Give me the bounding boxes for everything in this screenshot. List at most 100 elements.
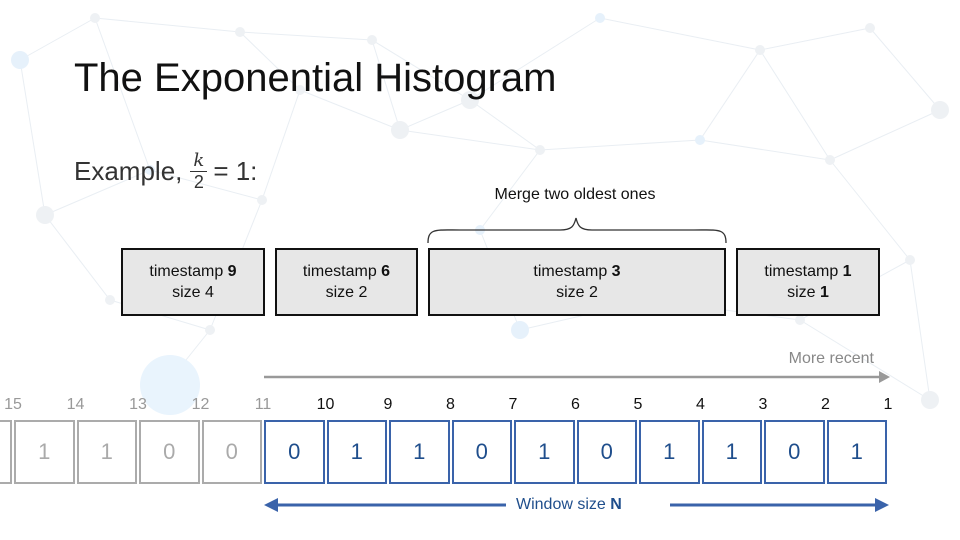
background-link bbox=[399, 129, 541, 151]
window-bit-cell: 1 bbox=[389, 420, 450, 484]
window-arrowhead-right bbox=[875, 498, 889, 512]
merge-brace bbox=[427, 217, 727, 244]
index-label: 5 bbox=[633, 396, 643, 413]
bucket-timestamp-3: timestamp 3 size 2 bbox=[428, 248, 726, 316]
background-link bbox=[371, 39, 471, 101]
expired-bit-cell: 0 bbox=[139, 420, 200, 484]
background-link bbox=[599, 17, 761, 51]
background-link bbox=[19, 17, 96, 61]
index-label: 1 bbox=[883, 396, 893, 413]
merge-label: Merge two oldest ones bbox=[494, 186, 656, 203]
background-node bbox=[235, 27, 245, 37]
size-value: 2 bbox=[358, 284, 368, 301]
window-size-text: Window size bbox=[516, 496, 611, 513]
background-link bbox=[94, 17, 151, 171]
background-link bbox=[909, 259, 931, 401]
background-link bbox=[399, 99, 471, 131]
background-node bbox=[36, 206, 54, 224]
timestamp-label: timestamp bbox=[149, 263, 224, 280]
background-node bbox=[367, 35, 377, 45]
index-label: 8 bbox=[446, 396, 455, 413]
background-node bbox=[257, 195, 267, 205]
background-link bbox=[149, 169, 263, 201]
window-size-label: Window size N bbox=[516, 496, 622, 514]
background-link bbox=[869, 27, 941, 111]
index-label: 3 bbox=[758, 396, 768, 413]
background-link bbox=[371, 39, 401, 131]
more-recent-arrowhead bbox=[879, 371, 890, 383]
index-label: 15 bbox=[4, 396, 22, 413]
background-link bbox=[299, 89, 401, 131]
background-link bbox=[829, 159, 911, 261]
background-link bbox=[44, 169, 151, 216]
background-node bbox=[140, 355, 200, 415]
bucket-size-line: size 2 bbox=[556, 282, 598, 303]
window-bit-cell: 1 bbox=[701, 420, 762, 484]
window-bit-cell: 0 bbox=[451, 420, 512, 484]
bucket-timestamp-line: timestamp 6 bbox=[303, 261, 390, 282]
background-link bbox=[19, 59, 46, 216]
bucket-size-line: size 1 bbox=[787, 282, 829, 303]
background-link bbox=[699, 139, 831, 161]
size-value: 4 bbox=[205, 284, 214, 301]
bucket-timestamp-6: timestamp 6 size 2 bbox=[275, 248, 418, 316]
bucket-timestamp-line: timestamp 9 bbox=[149, 261, 236, 282]
background-link bbox=[44, 214, 111, 301]
background-link bbox=[239, 31, 301, 91]
expired-bit-cell: 1 bbox=[14, 420, 75, 484]
bucket-timestamp-line: timestamp 1 bbox=[764, 261, 851, 282]
background-node bbox=[511, 321, 529, 339]
background-node bbox=[90, 13, 100, 23]
background-link bbox=[699, 49, 761, 141]
bucket-size-line: size 4 bbox=[172, 282, 214, 303]
size-value: 2 bbox=[589, 284, 598, 301]
background-node bbox=[535, 145, 545, 155]
index-label: 14 bbox=[66, 396, 85, 413]
background-node bbox=[461, 91, 479, 109]
background-node bbox=[105, 295, 115, 305]
index-label: 7 bbox=[508, 396, 518, 413]
window-bit-cell: 1 bbox=[514, 420, 575, 484]
index-label: 9 bbox=[383, 396, 393, 413]
window-size-symbol: N bbox=[610, 496, 622, 513]
timestamp-value: 9 bbox=[227, 263, 237, 280]
background-node bbox=[825, 155, 835, 165]
background-link bbox=[261, 89, 301, 201]
window-bit-cell: 0 bbox=[264, 420, 325, 484]
example-prefix: Example, bbox=[74, 155, 183, 186]
bucket-size-line: size 2 bbox=[326, 282, 368, 303]
size-label: size bbox=[556, 284, 585, 301]
background-link bbox=[799, 319, 931, 401]
expired-bit-cell bbox=[0, 420, 12, 484]
background-link bbox=[539, 139, 701, 151]
window-arrowhead-left bbox=[264, 498, 278, 512]
window-bit-cell: 1 bbox=[826, 420, 887, 484]
size-value: 1 bbox=[820, 284, 829, 301]
background-node bbox=[931, 101, 949, 119]
background-link bbox=[239, 31, 373, 41]
expired-bit-cell: 1 bbox=[76, 420, 137, 484]
size-label: size bbox=[172, 284, 201, 301]
background-link bbox=[759, 27, 871, 51]
index-label: 4 bbox=[696, 396, 705, 413]
example-formula: Example, k 2 = 1: bbox=[74, 146, 257, 196]
background-node bbox=[695, 135, 705, 145]
window-bit-cell: 0 bbox=[576, 420, 637, 484]
fraction-denominator: 2 bbox=[193, 171, 204, 192]
background-node bbox=[755, 45, 765, 55]
index-label: 12 bbox=[191, 396, 210, 413]
index-label: 6 bbox=[571, 396, 580, 413]
bucket-timestamp-1: timestamp 1 size 1 bbox=[736, 248, 880, 316]
background-link bbox=[759, 49, 831, 161]
index-label: 13 bbox=[129, 396, 147, 413]
background-node bbox=[391, 121, 409, 139]
background-node bbox=[595, 13, 605, 23]
background-link bbox=[479, 149, 541, 231]
background-node bbox=[145, 165, 155, 175]
window-bit-cell: 1 bbox=[639, 420, 700, 484]
size-label: size bbox=[325, 284, 355, 301]
background-node bbox=[205, 325, 215, 335]
fraction-k-over-2: k 2 bbox=[190, 150, 208, 192]
window-bit-cell: 1 bbox=[326, 420, 387, 484]
